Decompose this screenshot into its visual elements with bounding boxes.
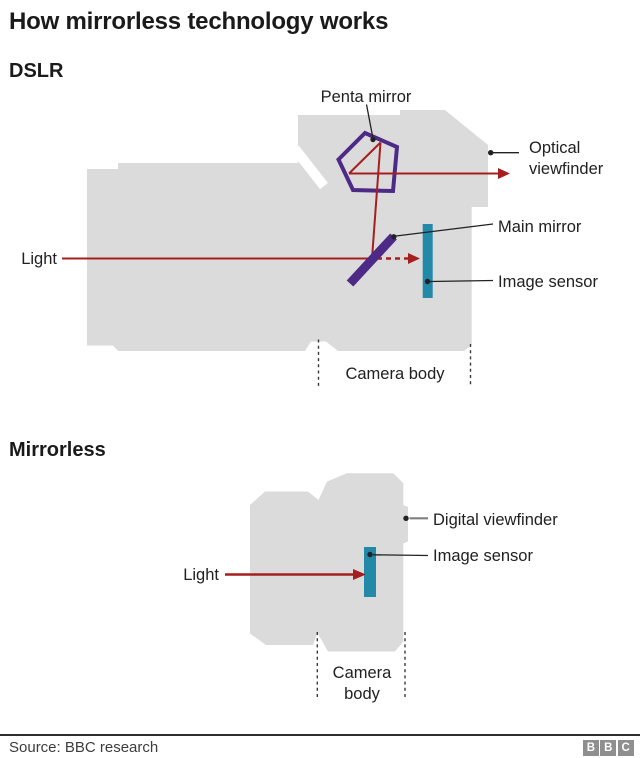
dslr-image-sensor-pointer-dot xyxy=(424,278,431,285)
dslr-light-arrowhead-dashed xyxy=(408,253,420,264)
dslr-light-ray-prism xyxy=(348,141,382,175)
mirrorless-camera-body-label: Camera body xyxy=(332,664,392,703)
penta-mirror-pointer-line xyxy=(365,104,374,138)
dslr-image-sensor-pointer-line xyxy=(429,279,494,283)
digital-viewfinder-pointer-dot xyxy=(403,515,409,521)
optical-viewfinder-pointer-dot xyxy=(488,150,494,156)
bbc-logo-block-2: B xyxy=(600,740,617,756)
dslr-light-label: Light xyxy=(21,250,57,268)
dslr-image-sensor-shape xyxy=(422,224,433,298)
dslr-camera-body-label: Camera body xyxy=(345,365,445,383)
page-title: How mirrorless technology works xyxy=(9,8,389,35)
main-mirror-label: Main mirror xyxy=(498,218,582,236)
main-mirror-pointer-line xyxy=(395,223,494,237)
mirrorless-image-sensor-pointer-line xyxy=(372,554,429,557)
source-credit: Source: BBC research xyxy=(9,739,159,756)
bbc-logo-block-3: C xyxy=(617,740,634,756)
bbc-logo-block-1: B xyxy=(583,740,599,756)
mirrorless-heading: Mirrorless xyxy=(9,439,106,461)
main-mirror-pointer-dot xyxy=(391,234,397,240)
main-mirror-shape xyxy=(346,233,397,287)
penta-mirror-pointer-dot xyxy=(370,136,376,143)
mirrorless-image-sensor-pointer-dot xyxy=(367,551,373,558)
penta-mirror-label: Penta mirror xyxy=(320,88,412,106)
penta-mirror-shape xyxy=(336,130,400,194)
mirrorless-image-sensor-shape xyxy=(364,547,376,597)
mirrorless-light-arrowhead xyxy=(353,569,366,580)
dslr-image-sensor-label: Image sensor xyxy=(498,273,598,291)
dslr-camera-body-shape xyxy=(87,110,488,351)
dslr-heading: DSLR xyxy=(9,60,64,82)
dslr-light-arrowhead-out xyxy=(498,168,510,179)
bbc-logo: B B C xyxy=(583,740,634,756)
mirrorless-camera-body-shape xyxy=(250,473,408,652)
mirrorless-image-sensor-label: Image sensor xyxy=(433,547,533,565)
dslr-body-gap xyxy=(291,145,328,190)
mirrorless-light-label: Light xyxy=(183,566,219,584)
digital-viewfinder-label: Digital viewfinder xyxy=(433,511,558,529)
dslr-light-ray-up xyxy=(371,142,382,259)
footer-divider xyxy=(0,734,640,736)
optical-viewfinder-label: Optical viewfinder xyxy=(529,139,604,178)
